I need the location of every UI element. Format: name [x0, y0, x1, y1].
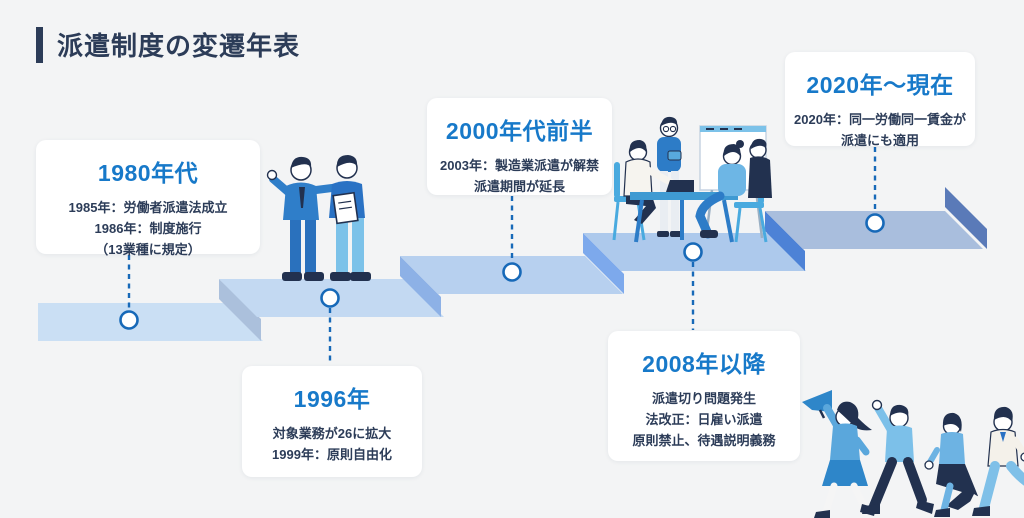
card-line: （13業種に規定）: [95, 242, 201, 257]
step-4-riser: [583, 233, 624, 294]
card-line: 原則禁止、待遇説明義務: [632, 433, 776, 448]
header: 派遣制度の変遷年表: [36, 26, 300, 63]
two-colleagues-illustration: [266, 155, 371, 281]
card-heading: 1996年: [293, 386, 371, 412]
meeting-illustration: [612, 116, 772, 243]
step-2-riser: [219, 279, 261, 341]
timeline-node-5: [865, 213, 885, 233]
timeline-card-2008: 2008年以降 派遣切り問題発生 法改正：日雇い派遣 原則禁止、待遇説明義務: [608, 331, 800, 461]
card-line: 法改正：日雇い派遣: [645, 412, 763, 427]
card-line: 対象業務が26に拡大: [272, 426, 392, 441]
timeline-node-3: [502, 262, 522, 282]
timeline-card-1980s: 1980年代 1985年：労働者派遣法成立 1986年：制度施行 （13業種に規…: [36, 140, 260, 257]
card-line: 1999年：原則自由化: [272, 447, 392, 462]
timeline-node-4: [683, 242, 703, 262]
page-title: 派遣制度の変遷年表: [57, 31, 301, 61]
timeline-card-1996: 1996年 対象業務が26に拡大 1999年：原則自由化: [242, 366, 422, 477]
card-line: 派遣切り問題発生: [651, 391, 756, 406]
title-accent-bar: [36, 26, 43, 63]
step-3-riser: [400, 256, 441, 317]
card-line: 1985年：労働者派遣法成立: [68, 200, 228, 215]
card-heading: 1980年代: [97, 160, 199, 186]
connectors: [119, 147, 885, 365]
timeline-node-1: [119, 310, 139, 330]
timeline-card-2020: 2020年〜現在 2020年：同一労働同一賃金が 派遣にも適用: [785, 52, 975, 148]
timeline-card-2000s: 2000年代前半 2003年：製造業派遣が解禁 派遣期間が延長: [427, 98, 612, 195]
card-line: 2020年：同一労働同一賃金が: [794, 112, 966, 127]
timeline-node-2: [320, 288, 340, 308]
card-heading: 2000年代前半: [445, 118, 594, 144]
card-line: 2003年：製造業派遣が解禁: [440, 158, 599, 173]
step-1-surface: [38, 303, 263, 341]
next-step-riser: [945, 187, 987, 249]
card-line: 派遣期間が延長: [473, 179, 565, 194]
step-5-riser: [765, 211, 805, 271]
card-line: 派遣にも適用: [840, 133, 919, 148]
card-heading: 2020年〜現在: [806, 72, 954, 98]
card-heading: 2008年以降: [642, 351, 766, 377]
card-line: 1986年：制度施行: [94, 221, 202, 236]
marching-people-illustration: [802, 390, 1024, 518]
